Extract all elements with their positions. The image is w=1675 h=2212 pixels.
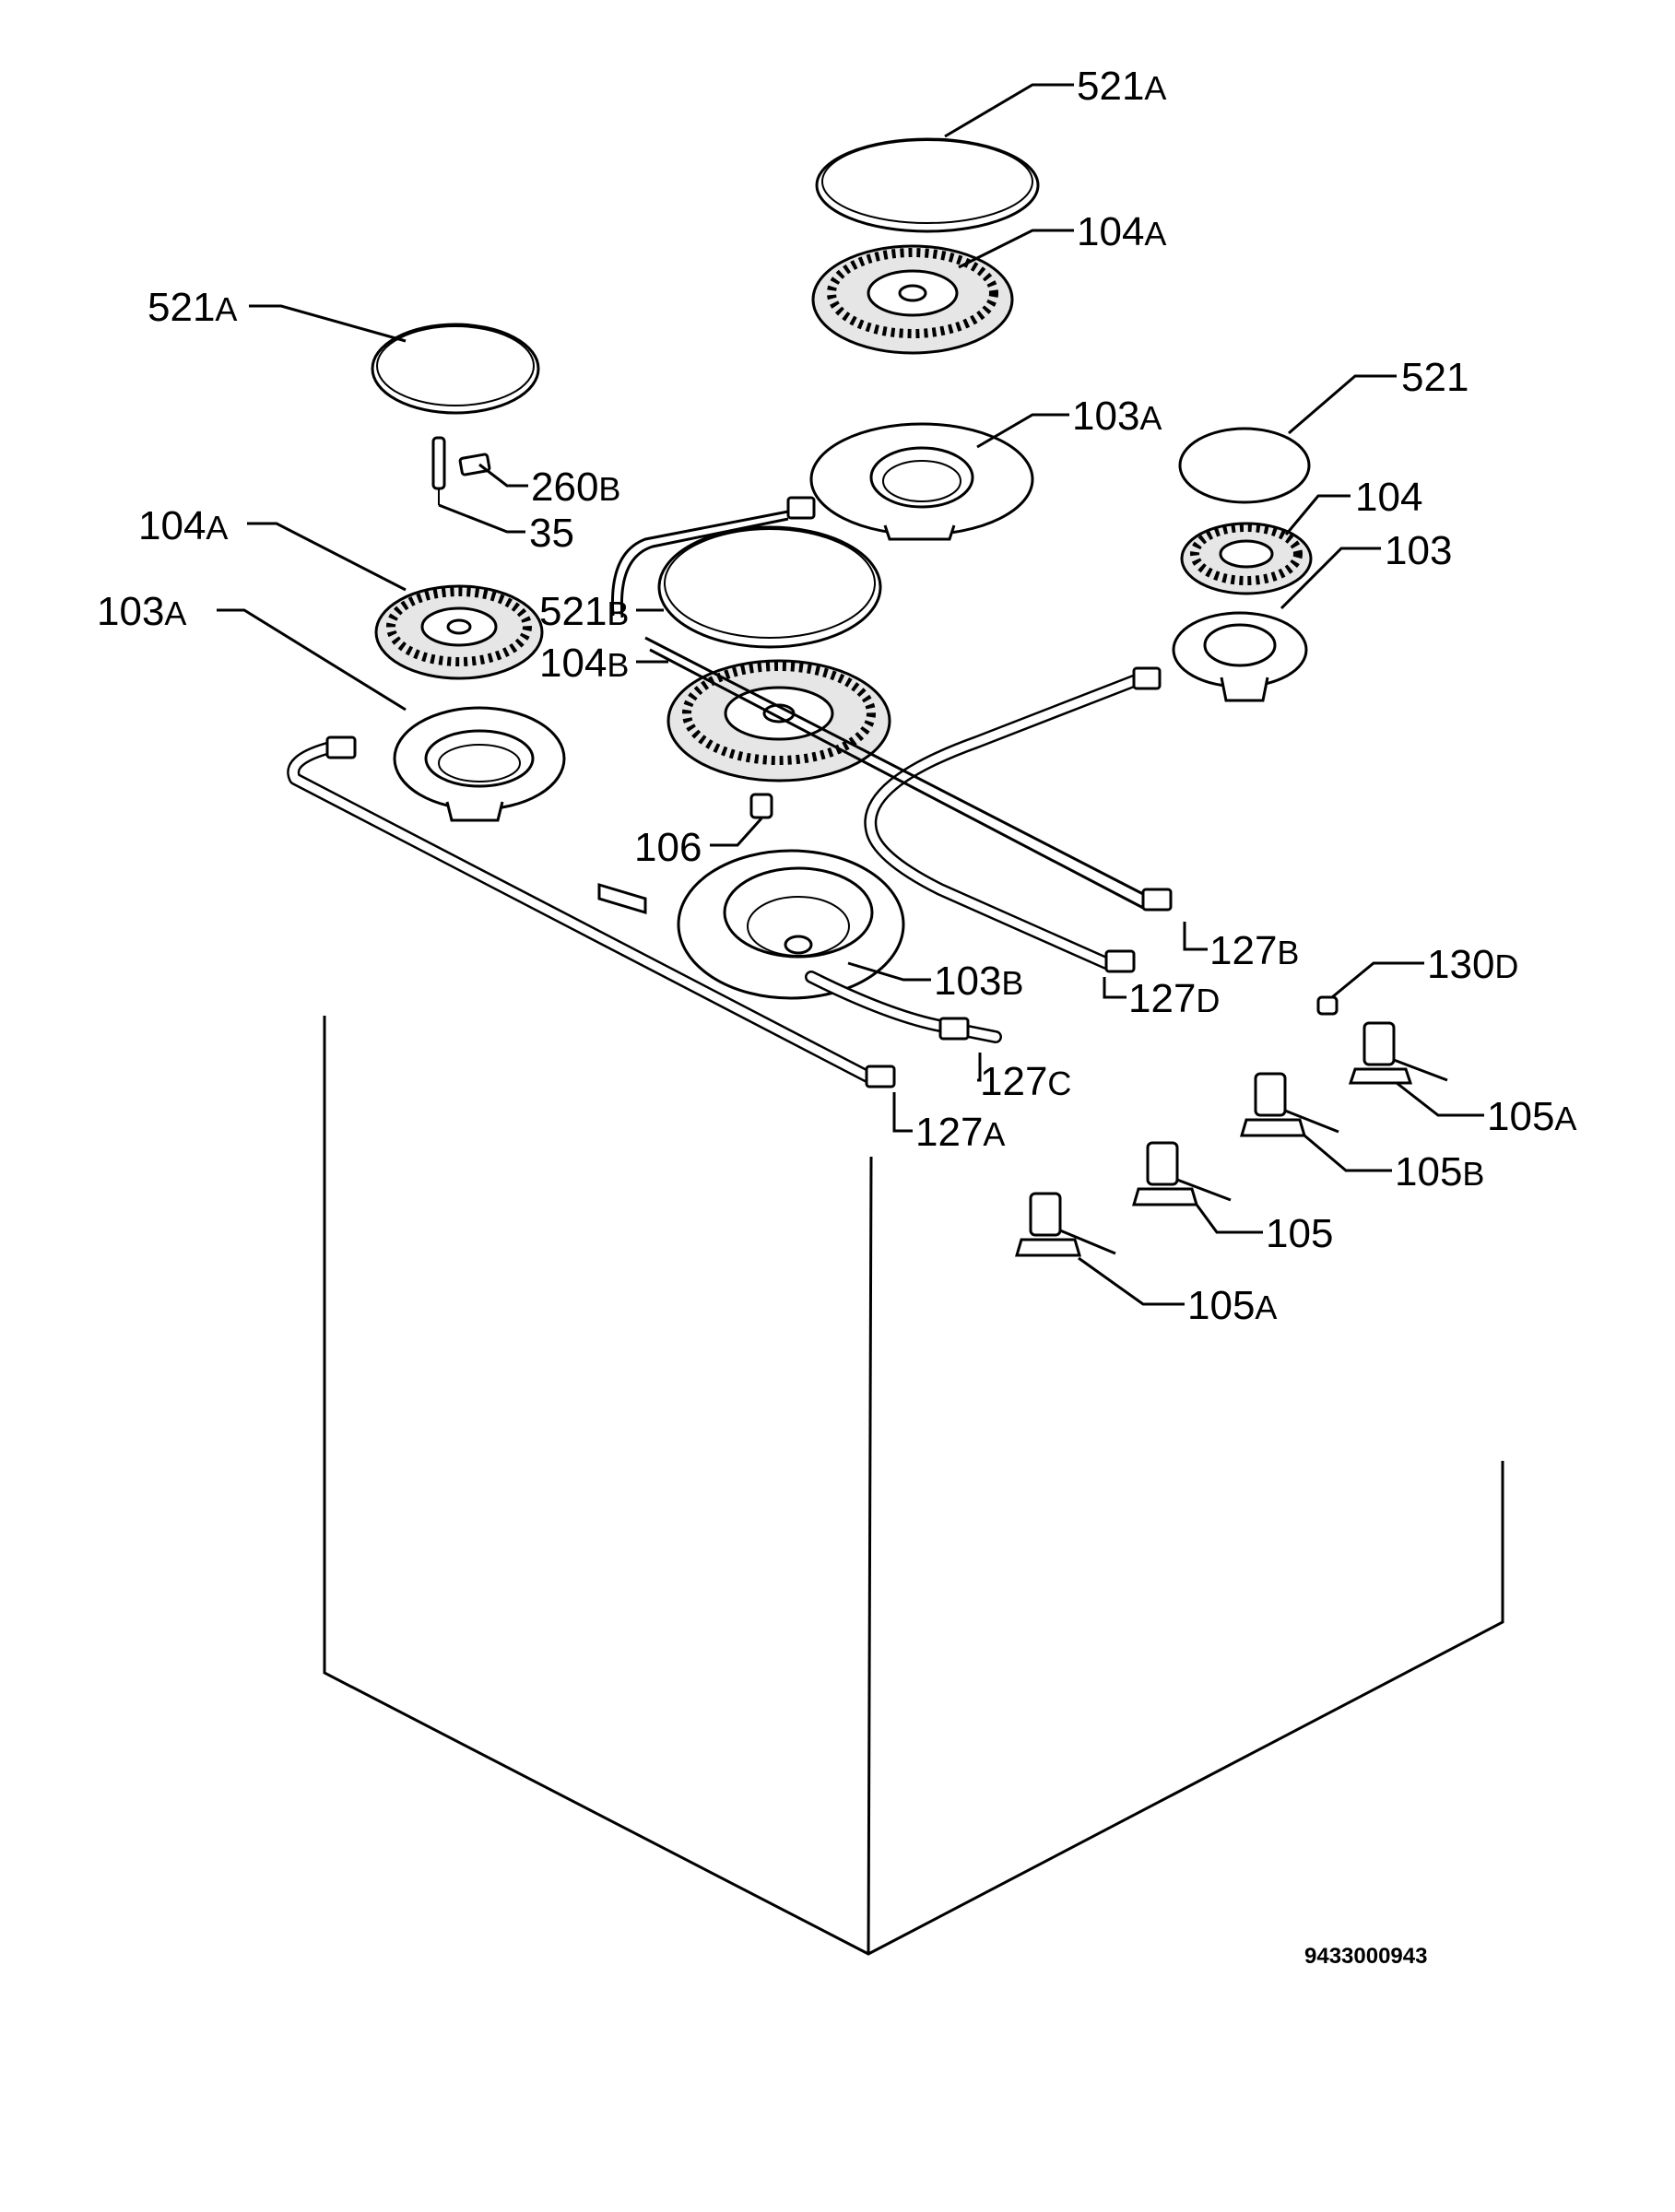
label-103b: 103B <box>934 959 1023 1004</box>
flame-spreader-104a-top <box>811 244 1014 355</box>
label-104b: 104B <box>539 641 629 686</box>
burner-body-103 <box>1172 611 1308 702</box>
label-521a-top: 521A <box>1077 64 1166 109</box>
label-521: 521 <box>1401 355 1469 400</box>
label-103: 103 <box>1385 528 1452 573</box>
label-127b: 127B <box>1209 928 1299 973</box>
clip-260b <box>458 453 491 477</box>
label-127a: 127A <box>915 1110 1005 1155</box>
label-103a-left: 103A <box>97 589 186 634</box>
label-105a-bottom: 105A <box>1187 1283 1277 1328</box>
flame-spreader-104a-left <box>374 584 544 680</box>
label-104a-top: 104A <box>1077 209 1166 254</box>
label-521b: 521B <box>539 589 629 634</box>
nut-130d <box>1316 995 1339 1016</box>
flame-spreader-104 <box>1180 522 1313 595</box>
label-103a-top: 103A <box>1072 394 1162 439</box>
burner-cap-521a-left <box>371 323 540 415</box>
cooker-body <box>323 1016 1504 1956</box>
thermocouple-35 <box>431 436 446 505</box>
burner-body-103b <box>677 849 905 1000</box>
flame-spreader-104b <box>666 659 891 782</box>
gas-tap-105 <box>1131 1141 1232 1206</box>
label-260b: 260B <box>531 465 620 510</box>
gas-tap-105a-bottom <box>1014 1192 1116 1257</box>
label-521a-left: 521A <box>147 285 237 330</box>
label-104a-left: 104A <box>138 503 228 548</box>
label-35: 35 <box>529 511 574 556</box>
label-127d: 127D <box>1128 976 1220 1021</box>
label-106: 106 <box>634 825 702 870</box>
gas-pipes <box>287 496 1173 1088</box>
label-130d: 130D <box>1427 942 1518 987</box>
gas-tap-105a-right <box>1348 1021 1448 1085</box>
label-104: 104 <box>1355 475 1422 520</box>
leader-lines <box>217 83 1484 1306</box>
label-105b: 105B <box>1395 1149 1484 1194</box>
burner-cap-521 <box>1178 427 1311 504</box>
document-number: 9433000943 <box>1304 1944 1427 1969</box>
injector-106 <box>749 793 773 819</box>
label-127c: 127C <box>980 1059 1071 1104</box>
burner-body-103a-top <box>809 422 1034 541</box>
gas-tap-105b <box>1239 1072 1339 1137</box>
burner-cap-521b <box>657 525 882 649</box>
label-105a-right: 105A <box>1487 1094 1576 1139</box>
burner-body-103a-left <box>393 706 566 822</box>
label-105: 105 <box>1266 1211 1333 1256</box>
